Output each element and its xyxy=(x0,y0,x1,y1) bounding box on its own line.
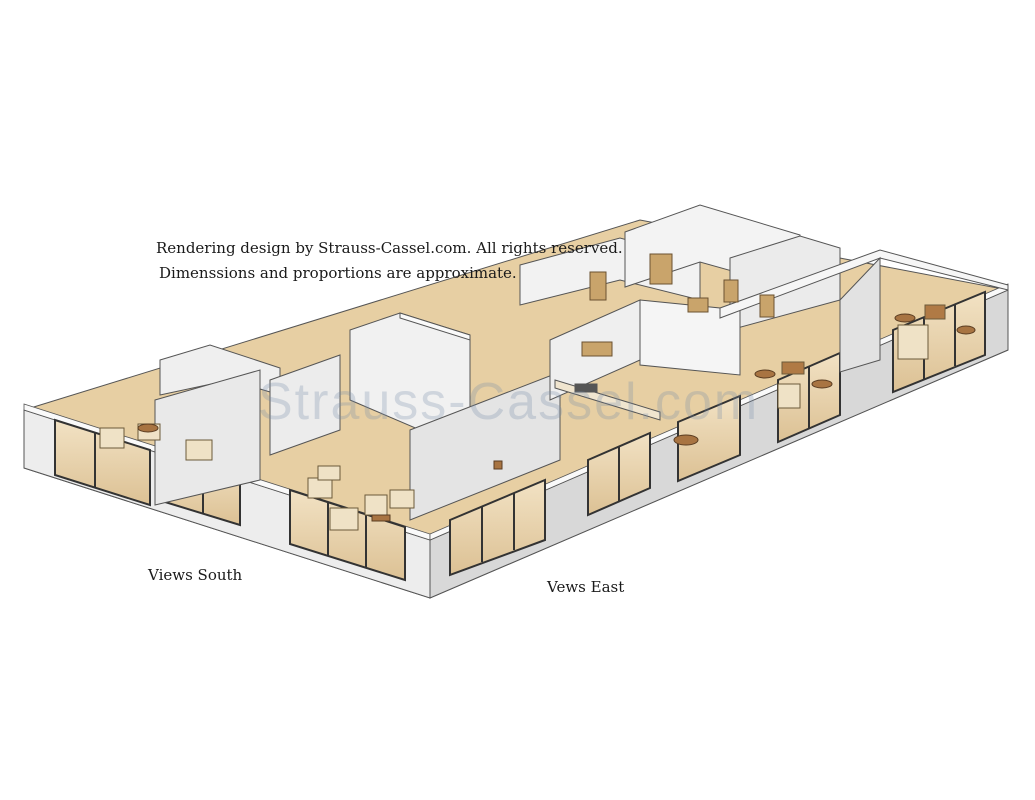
furniture xyxy=(99,304,946,531)
copyright-note: Rendering design by Strauss-Cassel.com. … xyxy=(156,239,623,257)
tables xyxy=(137,313,976,522)
kitchen-counter xyxy=(554,379,661,421)
views-south-label: Views South xyxy=(148,566,243,584)
views-east-label: Vews East xyxy=(547,578,625,596)
dimensions-note: Dimenssions and proportions are approxim… xyxy=(159,264,517,282)
watermark: Strauss-Cassel.com xyxy=(258,373,760,431)
doors xyxy=(581,253,775,357)
east-windows xyxy=(449,290,986,577)
